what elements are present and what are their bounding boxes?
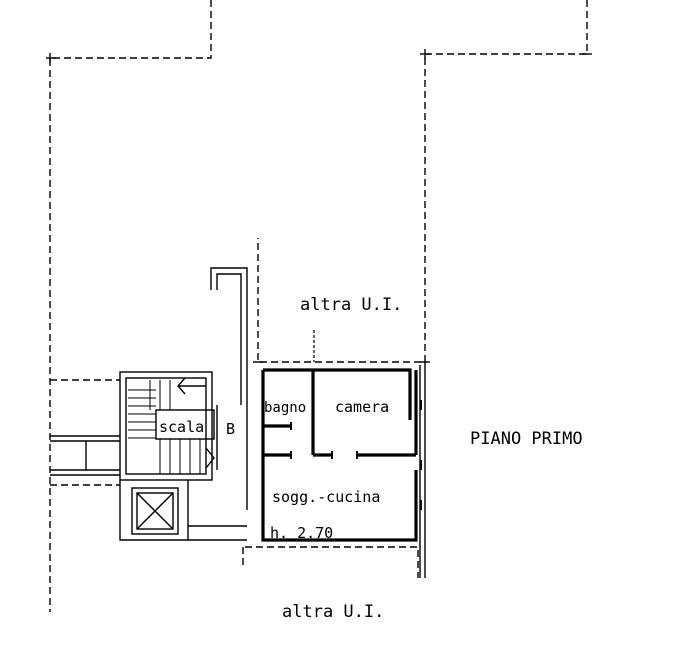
label-scala: scala — [159, 418, 204, 436]
boundary-ticks — [46, 49, 592, 363]
boundary-lines — [49, 0, 588, 612]
label-ceiling-height: h. 2.70 — [270, 524, 333, 542]
label-b: B — [226, 420, 235, 438]
stair-core-walls — [119, 267, 248, 541]
label-altra-ui-top: altra U.I. — [300, 295, 402, 315]
exterior-wall — [419, 362, 426, 578]
elevator-shaft — [131, 487, 179, 535]
label-piano-primo: PIANO PRIMO — [470, 429, 583, 449]
label-altra-ui-bottom: altra U.I. — [282, 602, 384, 622]
stair-treads — [128, 380, 201, 474]
apartment-walls — [261, 368, 418, 542]
landing — [50, 435, 120, 476]
door-jambs — [290, 400, 422, 510]
label-sogg-cucina: sogg.-cucina — [272, 488, 380, 506]
stair-arrows — [177, 377, 215, 469]
label-camera: camera — [335, 398, 389, 416]
label-bagno: bagno — [264, 400, 306, 416]
